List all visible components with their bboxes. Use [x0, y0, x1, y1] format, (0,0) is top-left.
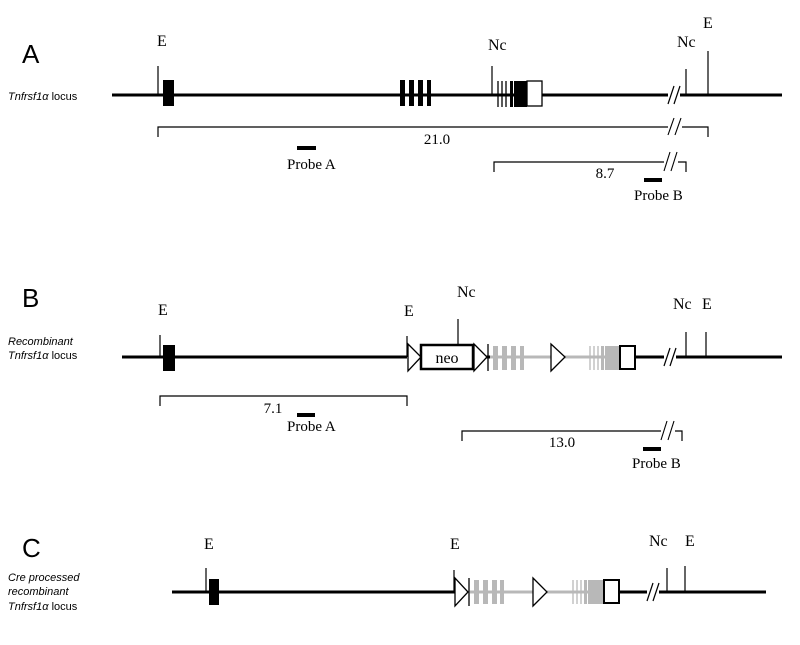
panel-b-neo-cassette	[419, 343, 475, 371]
panel-b-grey-3prime-exons	[589, 345, 636, 370]
panel-a-letter: A	[22, 39, 40, 69]
panel-c-label-e-mid: E	[450, 536, 460, 553]
panel-a-label-nc-right: Nc	[677, 34, 696, 51]
panel-c-locus-italic: Tnfrsf1α	[8, 601, 49, 613]
panel-c-label-e-left: E	[204, 536, 214, 553]
panel-c-line-break	[646, 582, 660, 602]
panel-b-probe-a-bar	[297, 413, 315, 417]
panel-a-fragment-21-break	[667, 117, 682, 136]
panel-b-label-nc-mid: Nc	[457, 284, 476, 301]
panel-b-line-break	[663, 347, 677, 367]
panel-b-locus-suffix: locus	[49, 350, 78, 362]
panel-a-fragment-8-7-label: 8.7	[596, 166, 615, 182]
panel-b-probe-a-label: Probe A	[287, 419, 336, 435]
panel-a-locus-label: Tnfrsf1α locus	[8, 91, 78, 103]
panel-a-probe-a-bar	[297, 146, 316, 150]
panel-b-fragment-13	[461, 430, 683, 441]
panel-c-grey-exon-cluster	[474, 580, 504, 604]
panel-b-probe-b-label: Probe B	[632, 456, 681, 472]
panel-b-label-e-right: E	[702, 296, 712, 313]
panel-c-grey-3prime-exons	[572, 579, 620, 604]
panel-a-3prime-exons	[497, 80, 543, 107]
panel-b-label-e-left: E	[158, 302, 168, 319]
panel-a-label-nc-mid: Nc	[488, 37, 507, 54]
panel-b-exon-1	[163, 345, 175, 371]
panel-a-fragment-8-7-break	[663, 151, 678, 172]
panel-c-locus-suffix: locus	[49, 601, 78, 613]
panel-b-fragment-13-label: 13.0	[549, 435, 575, 451]
panel-c-prefix-2: recombinant	[8, 586, 69, 598]
panel-b-prefix: Recombinant	[8, 336, 74, 348]
panel-b-locus-italic: Tnfrsf1α	[8, 350, 49, 362]
panel-b-grey-exon-cluster	[493, 346, 524, 370]
panel-a-fragment-8-7	[493, 161, 687, 172]
panel-b-loxp-1	[407, 342, 422, 373]
panel-a-probe-b-label: Probe B	[634, 188, 683, 204]
panel-b-label-nc-right: Nc	[673, 296, 692, 313]
panel-b-fragment-7-1-label: 7.1	[264, 401, 283, 417]
panel-c-loxp-1	[454, 576, 469, 608]
panel-b-loxp-3	[550, 342, 566, 373]
panel-b-loxp-2	[473, 342, 488, 373]
panel-b-locus-label: Tnfrsf1α locus	[8, 350, 78, 362]
panel-c-letter: C	[22, 533, 41, 563]
panel-a-fragment-21	[157, 126, 709, 137]
panel-a-probe-a-label: Probe A	[287, 157, 336, 173]
panel-a-label-e-left: E	[157, 33, 167, 50]
panel-a-locus-suffix: locus	[49, 91, 78, 103]
panel-c-loxp-2	[532, 576, 548, 608]
panel-b-probe-b-bar	[643, 447, 661, 451]
panel-c: C Cre processed recombinant Tnfrsf1α loc…	[8, 533, 766, 613]
panel-c-label-e-right: E	[685, 533, 695, 550]
panel-a-label-e-right: E	[703, 15, 713, 32]
panel-a-locus-italic: Tnfrsf1α	[8, 91, 49, 103]
panel-a: A Tnfrsf1α locus E Nc Nc E	[8, 15, 782, 204]
panel-a-line-break	[667, 85, 681, 105]
panel-a-probe-b-bar	[644, 178, 662, 182]
panel-b: B Recombinant Tnfrsf1α locus E E Nc Nc E…	[8, 283, 782, 472]
panel-a-exon-1	[163, 80, 174, 106]
panel-a-fragment-21-label: 21.0	[424, 132, 450, 148]
panel-b-label-e-mid: E	[404, 303, 414, 320]
panel-c-exon-1	[209, 579, 219, 605]
panel-b-neo-label: neo	[435, 350, 458, 367]
panel-b-fragment-7-1	[159, 395, 408, 406]
panel-c-label-nc-right: Nc	[649, 533, 668, 550]
panel-a-exon-cluster	[400, 80, 431, 106]
panel-b-letter: B	[22, 283, 39, 313]
panel-c-prefix-1: Cre processed	[8, 572, 80, 584]
panel-b-fragment-13-break	[660, 420, 675, 441]
panel-c-locus-label: Tnfrsf1α locus	[8, 601, 78, 613]
